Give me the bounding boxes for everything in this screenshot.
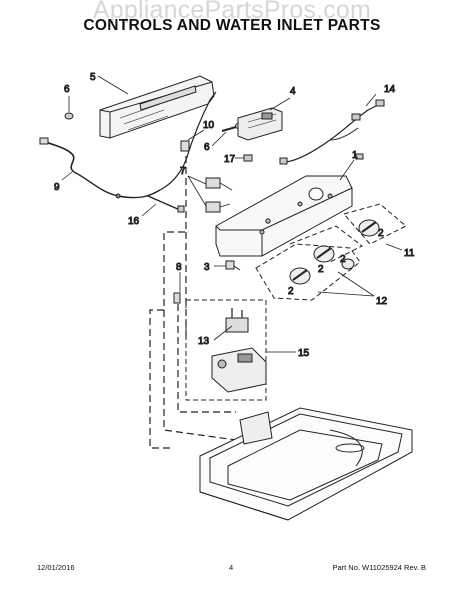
callout-14: 14 — [384, 84, 396, 95]
knob-1 — [358, 219, 380, 237]
leader-lines — [61, 75, 403, 353]
wire-harness — [279, 99, 385, 165]
callout-3: 3 — [204, 262, 210, 273]
front-console — [215, 175, 353, 257]
rear-console-panel — [99, 75, 215, 139]
callout-12: 12 — [376, 296, 388, 307]
electronic-control-board — [237, 107, 283, 141]
valve-13 — [225, 308, 249, 333]
callout-2c: 2 — [318, 264, 324, 275]
callout-2b: 2 — [340, 254, 346, 265]
water-inlet-group-15 — [185, 299, 267, 401]
callout-6b: 6 — [204, 142, 210, 153]
callout-6a: 6 — [64, 84, 70, 95]
callout-13: 13 — [198, 336, 210, 347]
callout-8: 8 — [176, 262, 182, 273]
callout-9: 9 — [54, 182, 60, 193]
callout-2a: 2 — [378, 228, 384, 239]
callout-10: 10 — [203, 120, 215, 131]
washer-cabinet-top — [199, 407, 413, 521]
callout-17: 17 — [224, 154, 236, 165]
hose-routing-lines — [149, 156, 237, 449]
screw-3 — [225, 260, 241, 271]
grommet-10 — [180, 140, 190, 152]
knob-2 — [313, 245, 335, 263]
callout-2d: 2 — [288, 286, 294, 297]
page-title: CONTROLS AND WATER INLET PARTS — [83, 17, 381, 34]
callout-7: 7 — [180, 166, 186, 177]
callout-16: 16 — [128, 216, 140, 227]
callout-4: 4 — [290, 86, 296, 97]
screw-6a — [64, 112, 74, 120]
knob-group-12 — [255, 225, 363, 301]
clip-17 — [243, 154, 253, 162]
watermark: AppliancePartsPros.com — [92, 0, 372, 24]
footer-page-number: 4 — [229, 563, 234, 572]
callout-5: 5 — [90, 72, 96, 83]
footer-part-number: Part No. W11025924 Rev. B — [332, 563, 426, 572]
footer-date: 12/01/2016 — [37, 563, 75, 572]
screw-8 — [173, 292, 181, 304]
knob-4 — [341, 258, 355, 270]
water-inlet-valve — [211, 347, 267, 393]
callout-11: 11 — [404, 248, 415, 259]
callout-1: 1 — [352, 150, 358, 161]
callout-15: 15 — [298, 348, 310, 359]
wire-16 — [147, 195, 185, 213]
knob-3 — [289, 267, 311, 285]
knob-group-11 — [343, 203, 407, 245]
switch-7 — [205, 177, 233, 213]
